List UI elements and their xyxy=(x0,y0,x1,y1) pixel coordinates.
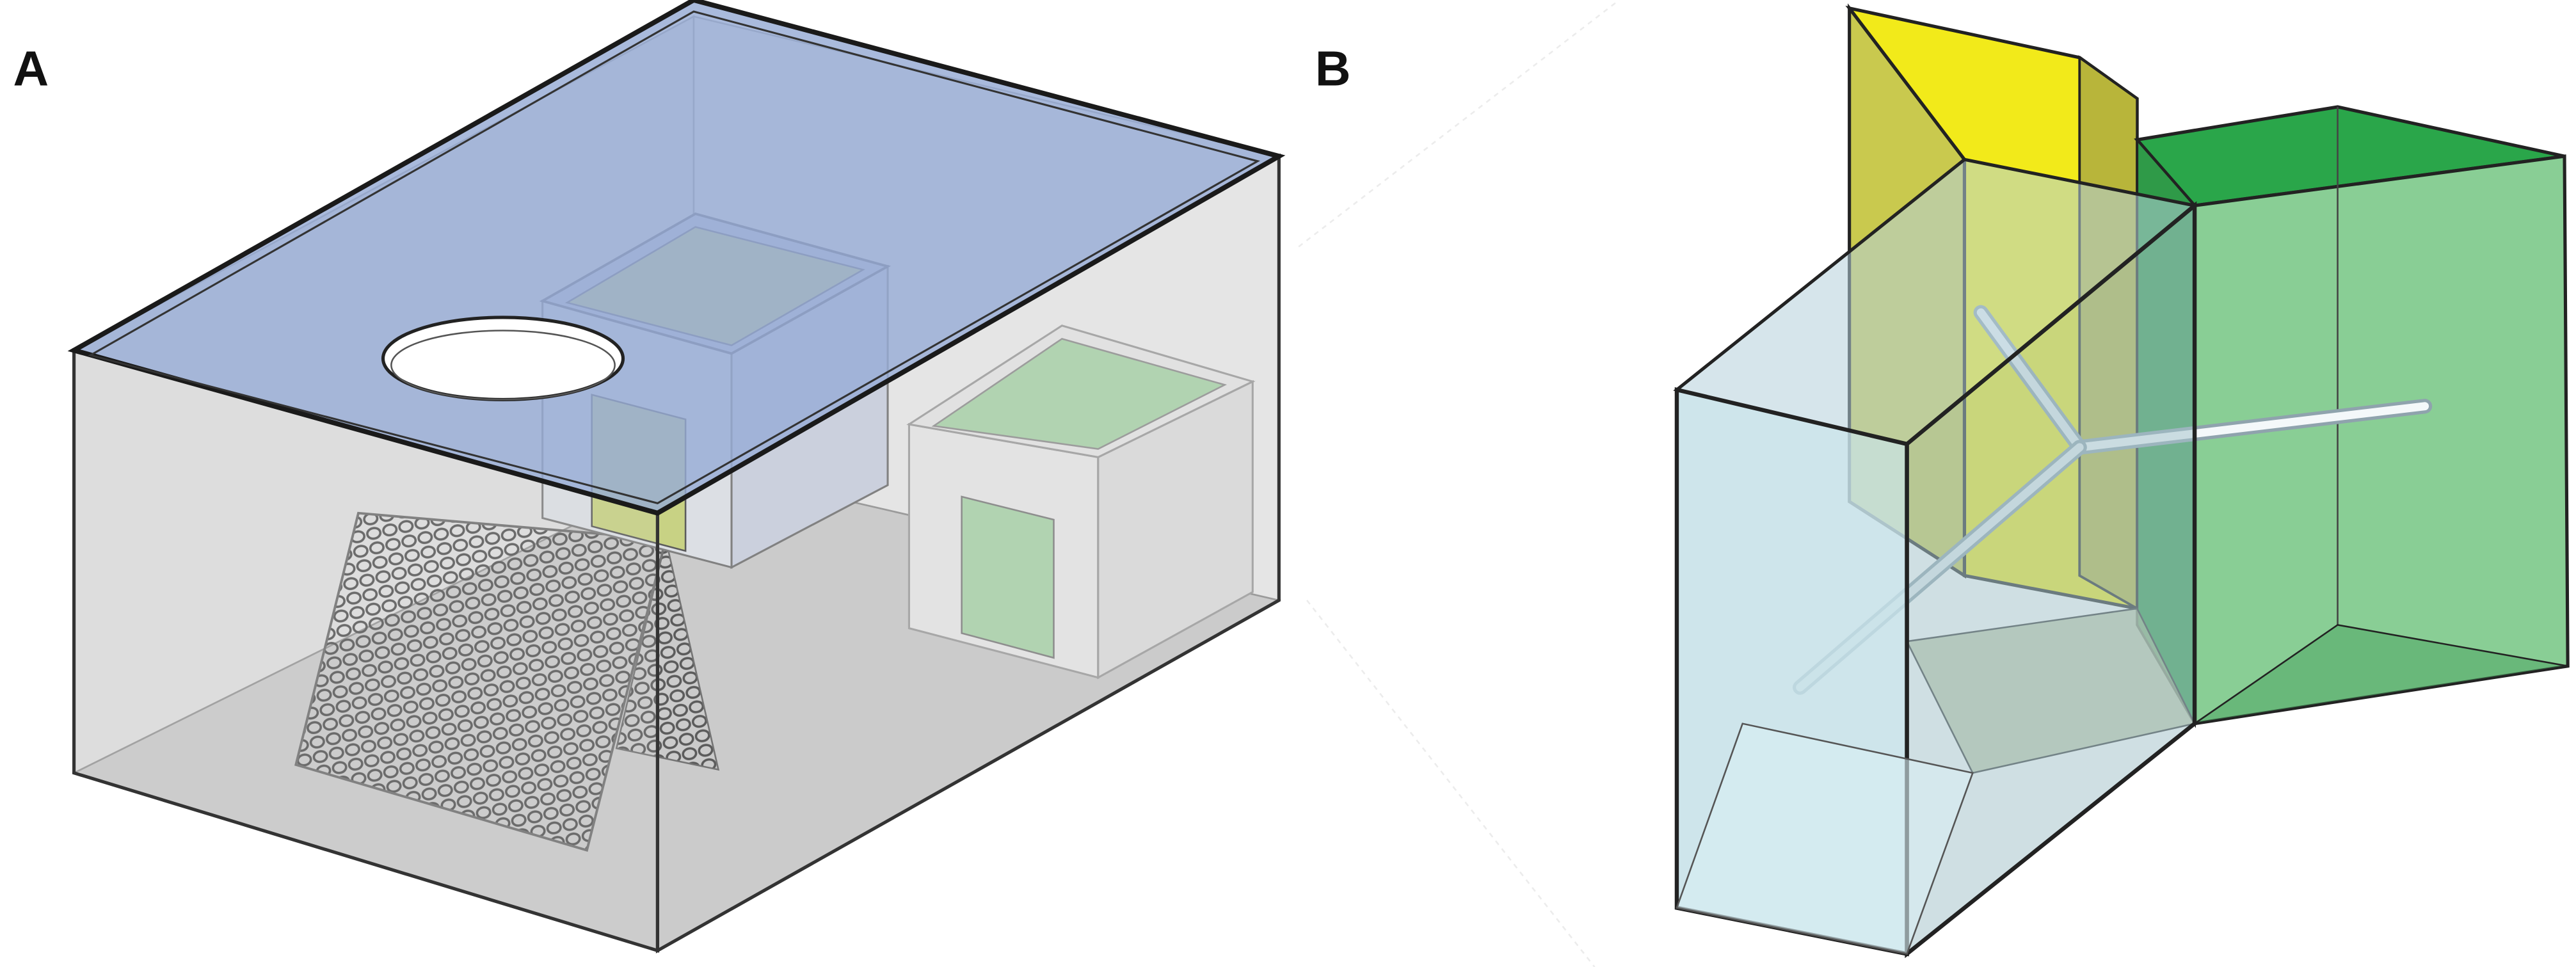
panel-b-label: B xyxy=(1315,42,1351,97)
box-lid-inner-edge xyxy=(88,10,1261,504)
panel-b: B xyxy=(1298,0,2570,967)
guide-line-upper xyxy=(1298,0,1620,248)
lid-hole-rim xyxy=(390,330,616,401)
right-chamber-top-inner xyxy=(931,337,1228,450)
panel-a: A xyxy=(13,0,1286,954)
blue-arm-floor xyxy=(1676,723,1974,955)
right-chamber xyxy=(906,324,1256,680)
panel-a-label: A xyxy=(13,42,49,97)
green-arm-floor xyxy=(2194,624,2568,724)
box-lid xyxy=(67,0,1286,516)
mesh-ramp-back xyxy=(615,539,720,771)
guide-line-lower xyxy=(1306,600,1596,967)
blue-arm xyxy=(1673,157,2198,959)
right-chamber-door xyxy=(961,495,1055,659)
